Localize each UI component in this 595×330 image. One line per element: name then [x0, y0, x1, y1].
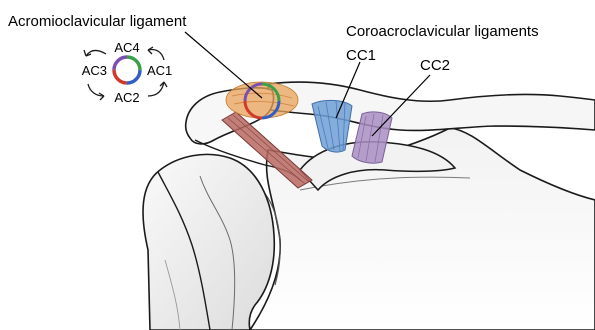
- ac3-label: AC3: [82, 63, 107, 78]
- acromioclavicular-label: Acromioclavicular ligament: [8, 13, 187, 30]
- acromioclavicular-ligament: [226, 82, 298, 118]
- ac2-label: AC2: [114, 90, 139, 105]
- cc1-label: CC1: [346, 47, 376, 64]
- ac4-label: AC4: [114, 40, 139, 55]
- acromioclavicular-leader-line: [185, 32, 262, 98]
- arrow-top-right-icon: [148, 49, 164, 60]
- ac1-label: AC1: [147, 63, 172, 78]
- coracoclavicular-label: Coroacroclavicular ligaments: [346, 23, 539, 40]
- cc2-label: CC2: [420, 57, 450, 74]
- cc1-ligament: [312, 100, 352, 152]
- ac-legend: AC4 AC1 AC2 AC3: [82, 40, 173, 105]
